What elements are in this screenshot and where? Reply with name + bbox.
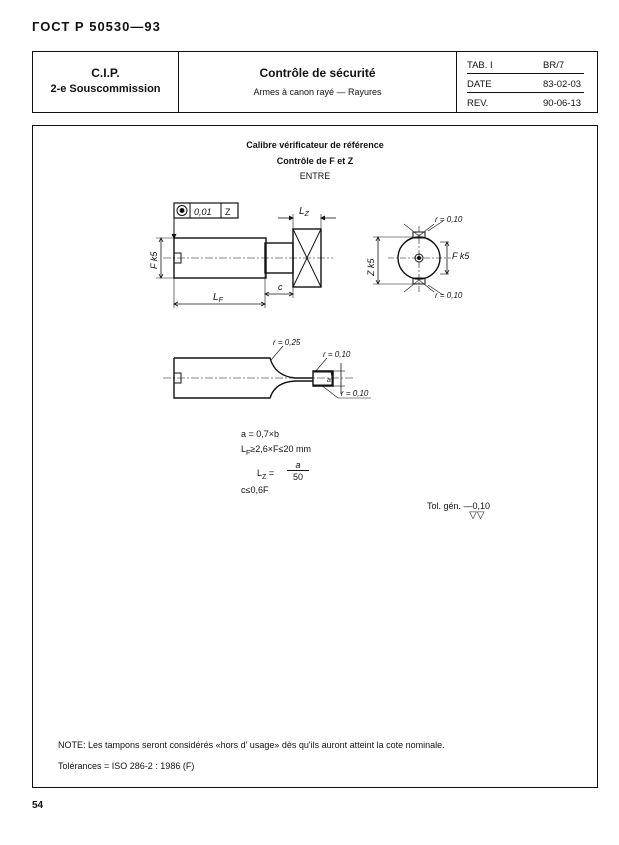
radius-010-a-label: r = 0,10 — [323, 350, 351, 359]
fk5-label: F k5 — [149, 251, 159, 269]
formula-lf: LF≥2,6×F≤20 mm — [241, 444, 311, 457]
document-subtitle: Armes à canon rayé — Rayures — [253, 87, 382, 97]
meta-value: 90-06-13 — [543, 98, 582, 109]
meta-value: BR/7 — [543, 60, 565, 71]
note: NOTE: Les tampons seront considérés «hor… — [58, 740, 445, 750]
figure-mode: ENTRE — [299, 171, 331, 181]
content-frame: Calibre vérificateur de référence Contrô… — [32, 125, 598, 788]
surface-finish-icon: ▽▽ — [469, 510, 485, 521]
tolerance-datum: Z — [225, 207, 231, 217]
gauge-end-view: r = 0,10 r = 0,10 Z k5 F k5 — [366, 215, 470, 300]
fk5-right-label: F k5 — [452, 251, 470, 261]
c-label: c — [278, 282, 283, 292]
concentricity-icon — [176, 205, 188, 216]
meta-row-tab: TAB. I BR/7 — [457, 55, 598, 75]
radius-bottom-label: r = 0,10 — [435, 291, 463, 300]
lz-label: LZ — [299, 206, 310, 218]
meta-row-date: DATE 83-02-03 — [457, 74, 598, 94]
meta-key: TAB. I — [467, 60, 493, 71]
header-meta-cell: TAB. I BR/7 DATE 83-02-03 REV. 90-06-13 — [457, 52, 598, 112]
meta-key: REV. — [467, 98, 489, 109]
gauge-drawing: 0,01 Z F k5 LZ — [149, 202, 470, 399]
document-title: Contrôle de sécurité — [259, 66, 376, 80]
org-name: C.I.P. — [91, 66, 120, 80]
meta-value: 83-02-03 — [543, 79, 582, 90]
meta-row-rev: REV. 90-06-13 — [457, 93, 598, 113]
header-org-cell: C.I.P. 2-e Souscommission — [33, 52, 179, 112]
radius-025-label: r = 0,25 — [273, 338, 301, 347]
radius-top-label: r = 0,10 — [435, 215, 463, 224]
zk5-label: Z k5 — [366, 258, 376, 277]
standard-number: ГОСТ Р 50530—93 — [32, 19, 161, 34]
general-tolerance: Tol. gén. —0,10 ▽▽ — [427, 501, 491, 521]
tolerance-value: 0,01 — [194, 207, 212, 217]
header-title-cell: Contrôle de sécurité Armes à canon rayé … — [179, 52, 457, 112]
gauge-detail-view: r = 0,25 r = 0,10 r = 0,10 a — [163, 338, 371, 399]
subcommittee: 2-e Souscommission — [50, 83, 161, 95]
meta-key: DATE — [467, 79, 492, 90]
lf-label: LF — [213, 292, 224, 304]
geometric-tolerance-frame: 0,01 Z — [171, 202, 239, 240]
radius-010-b-label: r = 0,10 — [341, 389, 369, 398]
tolerances-reference: Tolérances = ISO 286-2 : 1986 (F) — [58, 761, 195, 771]
formula-c: c≤0,6F — [241, 485, 269, 495]
header-table: C.I.P. 2-e Souscommission Contrôle de sé… — [32, 51, 598, 113]
figure-subtitle: Contrôle de F et Z — [276, 156, 354, 166]
formula-a: a = 0,7×b — [241, 429, 280, 439]
figure-title: Calibre vérificateur de référence — [246, 140, 384, 150]
a-label: a — [327, 377, 331, 384]
gauge-side-view: F k5 LZ LF c — [149, 206, 336, 308]
page-number: 54 — [32, 800, 44, 811]
